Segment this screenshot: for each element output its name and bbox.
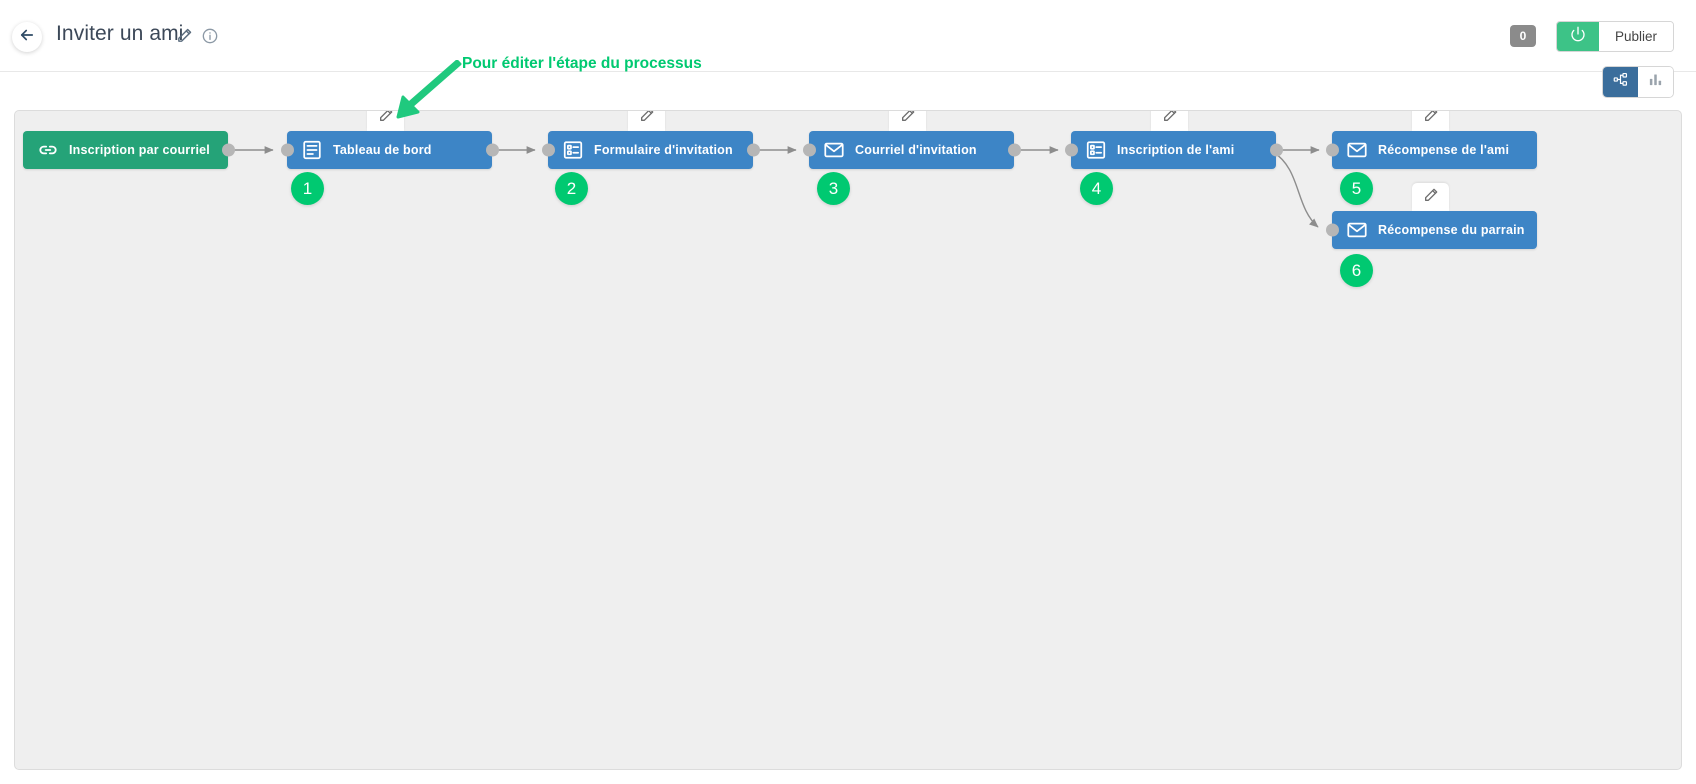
dashboard-icon (297, 139, 327, 161)
node-label: Inscription par courriel (69, 143, 210, 157)
node-edit-tab-step6[interactable] (1412, 183, 1449, 211)
node-label: Récompense de l'ami (1378, 143, 1510, 157)
node-port-left[interactable] (1064, 143, 1078, 157)
pencil-icon (900, 111, 916, 128)
link-icon (33, 139, 63, 161)
node-step-badge: 6 (1340, 254, 1373, 287)
workflow-node-step5[interactable]: Récompense de l'ami (1325, 131, 1537, 169)
workflow-node-step4[interactable]: Inscription de l'ami (1064, 131, 1283, 169)
form-icon (1081, 139, 1111, 161)
annotation-label: Pour éditer l'étape du processus (462, 55, 702, 72)
node-port-left[interactable] (541, 143, 555, 157)
connector-edges (231, 146, 1320, 228)
workflow-node-step1[interactable]: Tableau de bord (280, 131, 499, 169)
node-label: Inscription de l'ami (1117, 143, 1235, 157)
node-step-badge: 5 (1340, 172, 1373, 205)
publish-button-group[interactable]: Publier (1555, 21, 1674, 52)
workflow-node-trigger[interactable]: Inscription par courriel (23, 131, 235, 169)
power-icon (1570, 26, 1586, 47)
node-port-right[interactable] (221, 143, 235, 157)
node-port-right[interactable] (1269, 143, 1283, 157)
envelope-icon (819, 139, 849, 161)
arrow-left-icon (18, 26, 36, 49)
stats-view-button[interactable] (1638, 67, 1673, 97)
annotation-arrow-icon (396, 60, 462, 119)
node-label: Courriel d'invitation (855, 143, 977, 157)
node-port-left[interactable] (280, 143, 294, 157)
node-step-badge: 1 (291, 172, 324, 205)
node-port-right[interactable] (746, 143, 760, 157)
envelope-icon (1342, 219, 1372, 241)
workflow-node-step3[interactable]: Courriel d'invitation (802, 131, 1021, 169)
pencil-icon (1423, 111, 1439, 128)
title-edit-pencil-icon[interactable] (176, 27, 193, 44)
form-icon (558, 139, 588, 161)
pencil-icon (1162, 111, 1178, 128)
node-port-left[interactable] (802, 143, 816, 157)
node-label: Tableau de bord (333, 143, 432, 157)
info-circle-icon[interactable] (202, 28, 218, 44)
publish-button[interactable]: Publier (1598, 22, 1673, 51)
publish-power-toggle[interactable] (1556, 22, 1599, 51)
node-step-badge: 3 (817, 172, 850, 205)
node-port-right[interactable] (1007, 143, 1021, 157)
node-port-left[interactable] (1325, 223, 1339, 237)
sitemap-icon (1613, 72, 1628, 92)
page-title: Inviter un ami (56, 22, 184, 45)
node-port-right[interactable] (485, 143, 499, 157)
pencil-icon (378, 111, 394, 128)
workflow-canvas[interactable]: Inscription par courriel Tableau de bord… (14, 110, 1682, 770)
node-edit-tab-step4[interactable] (1151, 111, 1188, 131)
bar-chart-icon (1648, 72, 1663, 92)
node-edit-tab-step5[interactable] (1412, 111, 1449, 131)
node-edit-tab-step2[interactable] (628, 111, 665, 131)
app-header: Inviter un ami 0 Publier (0, 0, 1696, 72)
node-step-badge: 4 (1080, 172, 1113, 205)
workflow-node-step6[interactable]: Récompense du parrain (1325, 211, 1537, 249)
back-button[interactable] (12, 22, 42, 52)
node-edit-tab-step1[interactable] (367, 111, 404, 131)
node-label: Formulaire d'invitation (594, 143, 733, 157)
pencil-icon (639, 111, 655, 128)
workflow-node-step2[interactable]: Formulaire d'invitation (541, 131, 760, 169)
envelope-icon (1342, 139, 1372, 161)
status-badge: 0 (1510, 25, 1536, 47)
node-step-badge: 2 (555, 172, 588, 205)
node-label: Récompense du parrain (1378, 223, 1525, 237)
node-edit-tab-step3[interactable] (889, 111, 926, 131)
node-port-left[interactable] (1325, 143, 1339, 157)
pencil-icon (1423, 187, 1439, 208)
view-toggle-group[interactable] (1602, 66, 1674, 98)
workflow-view-button[interactable] (1603, 67, 1638, 97)
